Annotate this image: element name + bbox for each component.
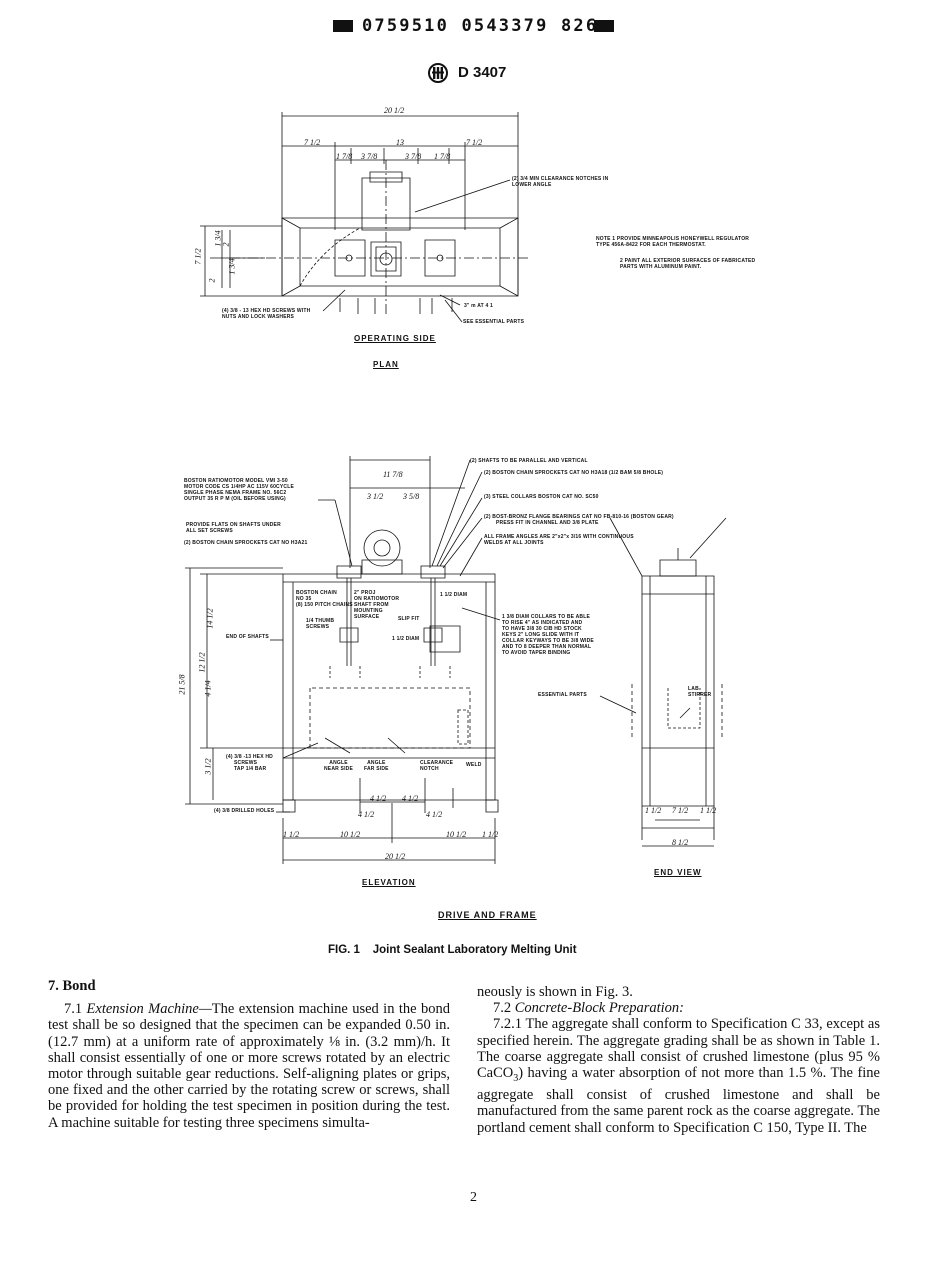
plan-note-1: NOTE 1 PROVIDE MINNEAPOLIS HONEYWELL REG… bbox=[596, 236, 750, 248]
plan-callout-spacing: 3" m AT 4 1 bbox=[464, 303, 494, 309]
callout-end-of-shafts: END OF SHAFTS bbox=[226, 634, 269, 640]
elev-dim-left-end: 1 1/2 bbox=[283, 830, 300, 839]
callout-flats: PROVIDE FLATS ON SHAFTS UNDER ALL SET SC… bbox=[186, 522, 281, 534]
plan-dim-inner3: 3 7/8 bbox=[405, 152, 422, 161]
elevation-title: ELEVATION bbox=[362, 878, 416, 887]
callout-collars-note: 1 3/8 DIAM COLLARS TO BE ABLE TO RISE 4"… bbox=[502, 614, 594, 656]
plan-callout-essential: SEE ESSENTIAL PARTS bbox=[463, 319, 525, 325]
plan-dim-right: 7 1/2 bbox=[466, 138, 483, 147]
plan-operating-side: OPERATING SIDE bbox=[354, 334, 436, 343]
elev-dim-mid-a: 4 1/2 bbox=[370, 794, 387, 803]
elev-dim-overall: 20 1/2 bbox=[385, 852, 406, 861]
callout-boston-chain: BOSTON CHAIN NO 35 (8) 150 PITCH CHAINS bbox=[296, 590, 353, 608]
plan-dim-side-d: 2 bbox=[207, 278, 217, 283]
plan-callout-clearance: (2) 3/4 MIN CLEARANCE NOTCHES IN LOWER A… bbox=[512, 176, 609, 188]
right-column: neously is shown in Fig. 3. 7.2 Concrete… bbox=[477, 984, 880, 1136]
callout-slip-fit: SLIP FIT bbox=[398, 616, 420, 622]
document-header: 0759510 0543379 826 D 3407 bbox=[0, 0, 950, 90]
end-dim-c: 1 1/2 bbox=[700, 806, 717, 815]
plan-dim-inner2: 3 7/8 bbox=[361, 152, 378, 161]
callout-clearance-notch: CLEARANCE NOTCH bbox=[420, 760, 454, 772]
callout-bearings: (2) BOST-BRONZ FLANGE BEARINGS CAT NO FB… bbox=[484, 514, 674, 526]
elev-dim-h3: 4 1/4 bbox=[203, 680, 213, 697]
callout-sprockets: (2) BOSTON CHAIN SPROCKETS CAT NO H3A18 … bbox=[484, 470, 664, 476]
figure-caption: FIG. 1 Joint Sealant Laboratory Melting … bbox=[328, 944, 577, 956]
callout-motor: BOSTON RATIOMOTOR MODEL VMI 3-50 MOTOR C… bbox=[184, 478, 294, 502]
elev-dim-h1: 14 1/2 bbox=[205, 608, 215, 629]
plan-dim-side-c: 1 3/4 bbox=[227, 258, 237, 275]
callout-diam-2: 1 1/2 DIAM bbox=[392, 636, 420, 642]
end-dim-a: 1 1/2 bbox=[645, 806, 662, 815]
plan-title: PLAN bbox=[373, 360, 399, 369]
end-dim-d: 8 1/2 bbox=[672, 838, 689, 847]
callout-diam-1: 1 1/2 DIAM bbox=[440, 592, 468, 598]
plan-callout-screws: (4) 3/8 - 13 HEX HD SCREWS WITH NUTS AND… bbox=[222, 308, 311, 320]
callout-shafts: (2) SHAFTS TO BE PARALLEL AND VERTICAL bbox=[470, 458, 588, 464]
elev-dim-h4: 3 1/2 bbox=[203, 758, 213, 775]
plan-view: 20 1/2 7 1/2 13 7 1/2 1 7/8 3 7/8 3 7/8 … bbox=[0, 100, 950, 380]
callout-thumb-screws: 1/4 THUMB SCREWS bbox=[306, 618, 335, 630]
section-heading: 7. Bond bbox=[48, 978, 96, 994]
figure-caption-title: Joint Sealant Laboratory Melting Unit bbox=[372, 944, 577, 956]
plan-dim-inner1: 1 7/8 bbox=[336, 152, 353, 161]
end-dim-b: 7 1/2 bbox=[672, 806, 689, 815]
astm-logo-icon bbox=[427, 62, 449, 84]
paragraph-continuation: neously is shown in Fig. 3. bbox=[477, 984, 633, 1000]
elev-dim-mid-c: 4 1/2 bbox=[358, 810, 375, 819]
callout-sprockets-small: (2) BOSTON CHAIN SPROCKETS CAT NO H3A21 bbox=[184, 540, 308, 546]
plan-drawing bbox=[0, 100, 950, 380]
figure-caption-label: FIG. 1 bbox=[328, 944, 360, 956]
elev-dim-top: 11 7/8 bbox=[383, 470, 403, 479]
left-column: 7. Bond 7.1 Extension Machine—The extens… bbox=[48, 978, 450, 1131]
plan-dim-side-b: 2 bbox=[221, 242, 231, 247]
plan-dim-left: 7 1/2 bbox=[304, 138, 321, 147]
elevation-drawing bbox=[0, 448, 950, 928]
callout-lab-stirrer: LAB STIRRER bbox=[688, 686, 712, 698]
plan-dim-overall: 20 1/2 bbox=[384, 106, 405, 115]
elev-dim-bottom-right: 10 1/2 bbox=[446, 830, 467, 839]
callout-angle-near: ANGLE NEAR SIDE bbox=[324, 760, 354, 772]
elev-dim-h2: 12 1/2 bbox=[197, 652, 207, 673]
elev-dim-height-overall: 21 5/8 bbox=[177, 674, 187, 695]
callout-angle-far: ANGLE FAR SIDE bbox=[364, 760, 389, 772]
elev-dim-mid-d: 4 1/2 bbox=[426, 810, 443, 819]
elev-dim-bottom-left: 10 1/2 bbox=[340, 830, 361, 839]
callout-essential: ESSENTIAL PARTS bbox=[538, 692, 587, 698]
paragraph-7-2-1: 7.2.1 The aggregate shall conform to Spe… bbox=[477, 1016, 880, 1136]
callout-collars: (3) STEEL COLLARS BOSTON CAT NO. SC50 bbox=[484, 494, 599, 500]
barcode-block-right bbox=[594, 20, 614, 32]
subheading-7-2: 7.2 Concrete-Block Preparation: bbox=[493, 1000, 684, 1017]
plan-dim-inner4: 1 7/8 bbox=[434, 152, 451, 161]
plan-dim-side: 7 1/2 bbox=[193, 248, 203, 265]
callout-drilled-holes: (4) 3/8 DRILLED HOLES bbox=[214, 808, 275, 814]
callout-ratiomotor: 2" PROJ ON RATIOMOTOR SHAFT FROM MOUNTIN… bbox=[354, 590, 400, 620]
elev-dim-mid-b: 4 1/2 bbox=[402, 794, 419, 803]
drive-frame-title: DRIVE AND FRAME bbox=[438, 910, 537, 920]
paragraph-7-1: 7.1 Extension Machine—The extension mach… bbox=[48, 1001, 450, 1131]
end-view-title: END VIEW bbox=[654, 868, 702, 877]
barcode-block-left bbox=[333, 20, 353, 32]
standard-designation: D 3407 bbox=[458, 64, 507, 81]
document-id: 0759510 0543379 826 bbox=[362, 16, 599, 36]
page-number: 2 bbox=[470, 1190, 477, 1205]
elev-dim-right-end: 1 1/2 bbox=[482, 830, 499, 839]
extension-machine-title: Extension Machine— bbox=[86, 1001, 212, 1018]
elev-dim-top-b: 3 5/8 bbox=[403, 492, 420, 501]
callout-weld: WELD bbox=[466, 762, 482, 768]
elevation-view: 11 7/8 3 1/2 3 5/8 20 1/2 10 1/2 10 1/2 … bbox=[0, 448, 950, 928]
plan-dim-center: 13 bbox=[396, 138, 404, 147]
callout-hex-screws: (4) 3/8 -13 HEX HD SCREWS TAP 1/4 BAR bbox=[226, 754, 273, 772]
elev-dim-top-a: 3 1/2 bbox=[367, 492, 384, 501]
callout-angles: ALL FRAME ANGLES ARE 2"x2"x 3/16 WITH CO… bbox=[484, 534, 634, 546]
plan-note-2: 2 PAINT ALL EXTERIOR SURFACES OF FABRICA… bbox=[620, 258, 756, 270]
